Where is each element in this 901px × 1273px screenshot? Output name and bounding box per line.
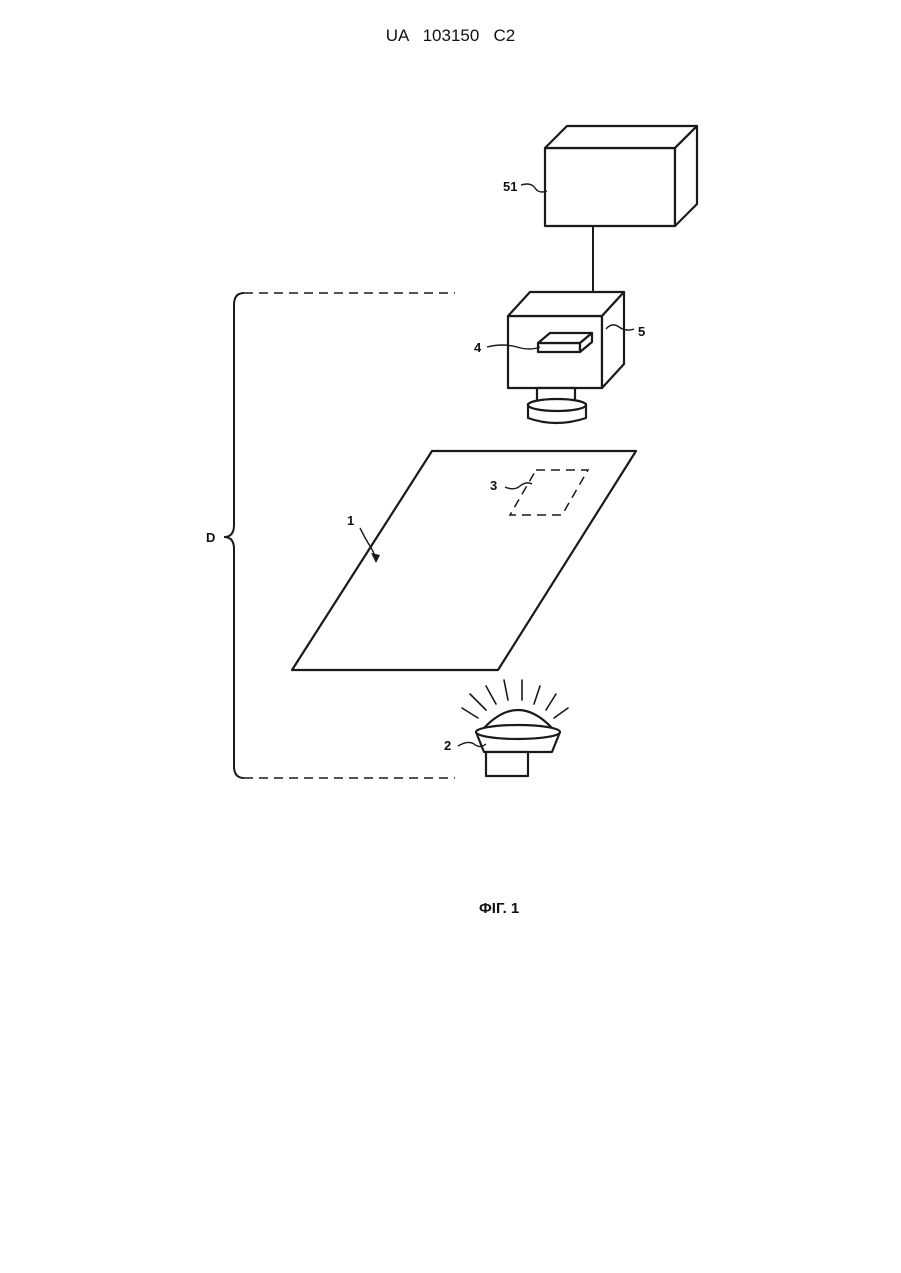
label-D: D: [206, 530, 215, 545]
camera-lens: [528, 388, 586, 423]
label-3: 3: [490, 478, 497, 493]
label-1: 1: [347, 513, 354, 528]
label-5: 5: [638, 324, 645, 339]
distance-brace: [224, 293, 244, 778]
sheet: [292, 451, 636, 670]
label-2: 2: [444, 738, 451, 753]
leader-51: [521, 184, 547, 192]
controller-box: [545, 126, 697, 226]
image-sensor: [538, 333, 592, 352]
figure-caption: ФІГ. 1: [479, 900, 519, 917]
label-51: 51: [503, 179, 517, 194]
light-source: [462, 680, 568, 776]
label-4: 4: [474, 340, 482, 355]
